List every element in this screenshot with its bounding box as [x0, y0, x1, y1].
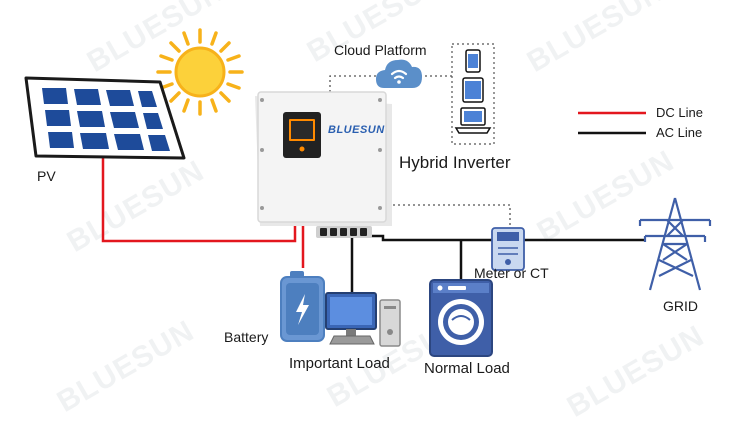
data-line-meter	[388, 204, 511, 228]
meter-label: Meter or CT	[474, 265, 549, 281]
cloud-platform-icon	[376, 59, 422, 88]
tablet-icon	[462, 77, 484, 103]
grid-label: GRID	[663, 298, 698, 314]
inverter-display	[283, 112, 321, 158]
solar-panel-icon	[24, 76, 186, 160]
normal-load-label: Normal Load	[424, 360, 510, 377]
monitoring-devices	[451, 43, 495, 145]
system-diagram: BLUESUN BLUESUN BLUESUN BLUESUN BLUESUN …	[24, 0, 712, 424]
important-load-label: Important Load	[289, 355, 390, 372]
sun-icon	[156, 28, 244, 116]
diagram-canvas	[24, 28, 712, 357]
hybrid-inverter-device	[255, 91, 392, 238]
washing-machine-icon	[429, 279, 493, 357]
battery-label: Battery	[224, 329, 269, 345]
battery-icon	[280, 271, 325, 342]
data-line-cloud	[329, 75, 378, 102]
phone-icon	[465, 49, 481, 73]
laptop-icon	[454, 107, 492, 134]
dc-line-pv	[101, 158, 297, 243]
grid-tower-icon	[638, 197, 712, 291]
inverter-brand-logo: BLUESUN	[328, 124, 385, 136]
meter-icon	[491, 227, 525, 271]
inverter-ports	[316, 226, 372, 238]
legend-ac-label: AC Line	[656, 125, 703, 140]
legend-dc-label: DC Line	[656, 105, 703, 120]
pv-label: PV	[37, 168, 56, 184]
hybrid-inverter-label: Hybrid Inverter	[399, 153, 511, 172]
cloud-platform-label: Cloud Platform	[334, 42, 427, 58]
important-load-pc-icon	[325, 292, 401, 347]
